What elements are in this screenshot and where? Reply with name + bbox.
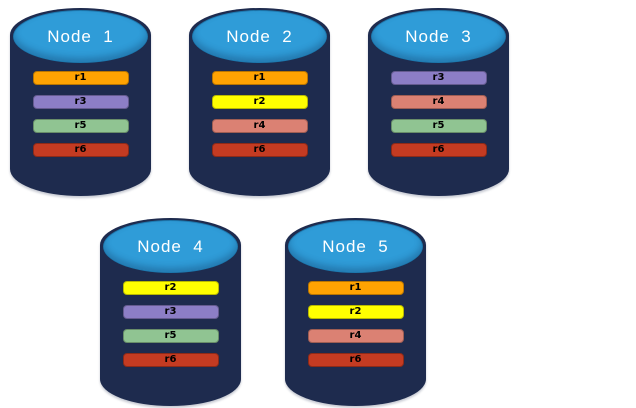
node-cylinder-3: Node 3 r3 r4 r5 r6	[368, 8, 509, 196]
replica-bar-r4: r4	[390, 95, 487, 109]
replica-bar-r3: r3	[390, 71, 487, 85]
node-cylinder-4: Node 4 r2 r3 r5 r6	[100, 218, 241, 406]
replica-bar-r3: r3	[32, 95, 129, 109]
node-title: Node 5	[322, 236, 389, 256]
node-title: Node 4	[137, 236, 204, 256]
replica-bar-r1: r1	[32, 71, 129, 85]
replica-bar-r4: r4	[307, 329, 404, 343]
replica-list: r1 r2 r4 r6	[189, 71, 330, 157]
replica-bar-r1: r1	[307, 281, 404, 295]
replica-bar-r2: r2	[307, 305, 404, 319]
replica-bar-r5: r5	[32, 119, 129, 133]
replica-bar-r3: r3	[122, 305, 219, 319]
node-cylinder-2: Node 2 r1 r2 r4 r6	[189, 8, 330, 196]
replica-bar-r6: r6	[122, 353, 219, 367]
cylinder-top-ellipse	[192, 10, 327, 63]
node-title: Node 2	[226, 26, 293, 46]
cylinder-top-ellipse	[13, 10, 148, 63]
replica-bar-r5: r5	[122, 329, 219, 343]
replica-list: r1 r2 r4 r6	[285, 281, 426, 367]
node-title: Node 3	[405, 26, 472, 46]
node-title: Node 1	[47, 26, 114, 46]
replica-bar-r1: r1	[211, 71, 308, 85]
cylinder-top-ellipse	[288, 220, 423, 273]
replica-bar-r2: r2	[122, 281, 219, 295]
replica-bar-r6: r6	[211, 143, 308, 157]
node-cylinder-5: Node 5 r1 r2 r4 r6	[285, 218, 426, 406]
replica-bar-r6: r6	[307, 353, 404, 367]
replica-list: r1 r3 r5 r6	[10, 71, 151, 157]
replica-bar-r2: r2	[211, 95, 308, 109]
replica-bar-r4: r4	[211, 119, 308, 133]
replica-bar-r6: r6	[32, 143, 129, 157]
node-cylinder-1: Node 1 r1 r3 r5 r6	[10, 8, 151, 196]
replica-bar-r6: r6	[390, 143, 487, 157]
cylinder-top-ellipse	[371, 10, 506, 63]
cylinder-top-ellipse	[103, 220, 238, 273]
replica-list: r2 r3 r5 r6	[100, 281, 241, 367]
replica-list: r3 r4 r5 r6	[368, 71, 509, 157]
replica-bar-r5: r5	[390, 119, 487, 133]
